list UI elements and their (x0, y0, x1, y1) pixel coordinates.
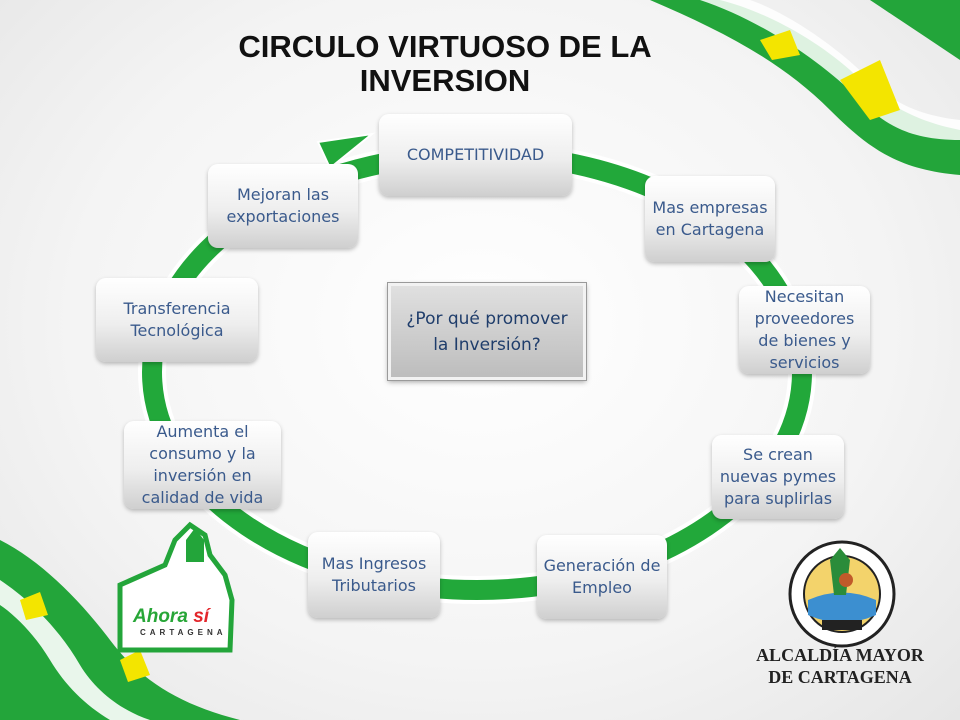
alcaldia-logo-text: ALCALDÍA MAYOR DE CARTAGENA (740, 644, 940, 688)
ahora-si-logo-text: Ahora sí (133, 606, 209, 628)
page-title-line1: CIRCULO VIRTUOSO DE LA (238, 29, 652, 64)
ahora-si-logo-graphic (117, 521, 235, 653)
ahora-si-city: CARTAGENA (140, 628, 227, 637)
node-proveedores: Necesitan proveedores de bienes y servic… (739, 286, 870, 374)
ahora-si-brand-accent: sí (193, 606, 210, 627)
center-question-box: ¿Por qué promover la Inversión? (387, 282, 587, 381)
node-consumo: Aumenta el consumo y la inversión en cal… (124, 421, 281, 509)
node-competitividad: COMPETITIVIDAD (379, 114, 572, 196)
center-question-text: ¿Por qué promover la Inversión? (406, 308, 568, 355)
alcaldia-seal-icon (788, 540, 896, 648)
ahora-si-brand: Ahora (133, 606, 188, 627)
top-right-ribbon-decoration (650, 0, 960, 175)
node-pymes: Se crean nuevas pymes para suplirlas (712, 435, 844, 519)
node-empleo: Generación de Empleo (537, 535, 667, 619)
bottom-left-ribbon-decoration (0, 540, 240, 720)
node-ingresos: Mas Ingresos Tributarios (308, 532, 440, 618)
cycle-arrowhead (316, 132, 376, 170)
node-mas-empresas: Mas empresas en Cartagena (645, 176, 775, 262)
node-transferencia: Transferencia Tecnológica (96, 278, 258, 362)
page-title-line2: INVERSION (359, 63, 531, 98)
page-title: CIRCULO VIRTUOSO DE LA INVERSION (150, 30, 740, 98)
node-exportaciones: Mejoran las exportaciones (208, 164, 358, 248)
alcaldia-line1: ALCALDÍA MAYOR (756, 645, 924, 665)
alcaldia-line2: DE CARTAGENA (768, 667, 912, 687)
